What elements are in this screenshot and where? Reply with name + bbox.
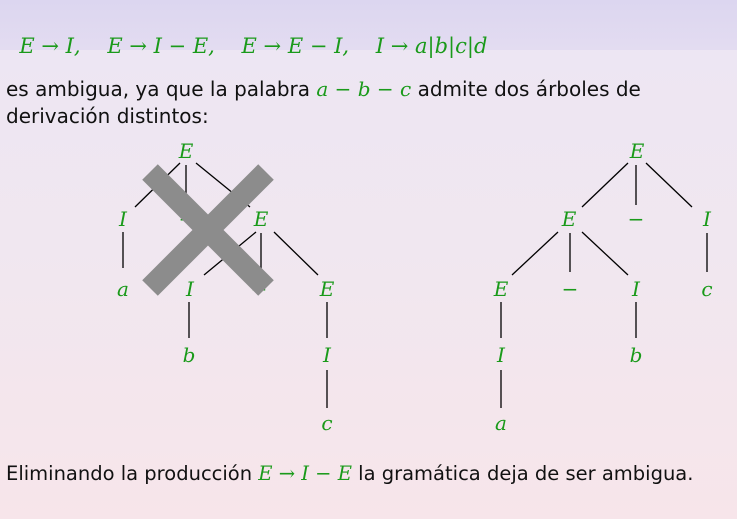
tree-right-c: c <box>701 277 712 301</box>
description-word: a − b − c <box>316 77 412 101</box>
tree-right-edges <box>500 162 708 408</box>
tree-left-nodes: E I − E a I − E b I c <box>117 139 335 435</box>
tree-left-b: b <box>183 343 196 367</box>
grammar-rule-2: E → I − E, <box>107 34 215 58</box>
tree-left-c: c <box>321 411 332 435</box>
tree-left-e: E <box>253 207 269 231</box>
tree-right-i: I <box>702 207 712 231</box>
tree-left-root: E <box>178 139 194 163</box>
tree-right-minus: − <box>628 207 645 231</box>
tree-right-minus2: − <box>562 277 579 301</box>
tree-left-i2: I <box>185 277 195 301</box>
description-text: es ambigua, ya que la palabra a − b − c … <box>6 76 731 130</box>
tree-left-e2: E <box>319 277 335 301</box>
tree-right-nodes: E E − I E − I c I b a <box>493 139 713 435</box>
tree-left-i3: I <box>322 343 332 367</box>
tree-right-i2: I <box>631 277 641 301</box>
cross-stroke-2 <box>142 164 274 296</box>
conclusion-part2: la gramática deja de ser ambigua. <box>351 462 694 485</box>
conclusion-part1: Eliminando la producción <box>6 462 259 485</box>
tree-left-i: I <box>118 207 128 231</box>
tree-left-a: a <box>117 277 129 301</box>
tree-right-a: a <box>495 411 507 435</box>
description-part2: admite dos árboles de derivación distint… <box>6 77 641 128</box>
description-part1: es ambigua, ya que la palabra <box>6 77 317 101</box>
grammar-rules: E → I, E → I − E, E → E − I, I → a|b|c|d <box>6 10 487 58</box>
header-band <box>0 0 737 50</box>
grammar-rule-1: E → I, <box>19 34 81 58</box>
tree-right-root: E <box>629 139 645 163</box>
tree-right-e2: E <box>493 277 509 301</box>
conclusion-text: Eliminando la producción E → I − E la gr… <box>6 462 693 485</box>
grammar-rule-3: E → E − I, <box>241 34 350 58</box>
grammar-rule-4: I → a|b|c|d <box>375 34 488 58</box>
tree-right-b: b <box>630 343 643 367</box>
tree-right-i3: I <box>496 343 506 367</box>
cross-mark <box>142 164 274 296</box>
tree-right-e: E <box>561 207 577 231</box>
conclusion-rule: E → I − E <box>258 462 352 485</box>
